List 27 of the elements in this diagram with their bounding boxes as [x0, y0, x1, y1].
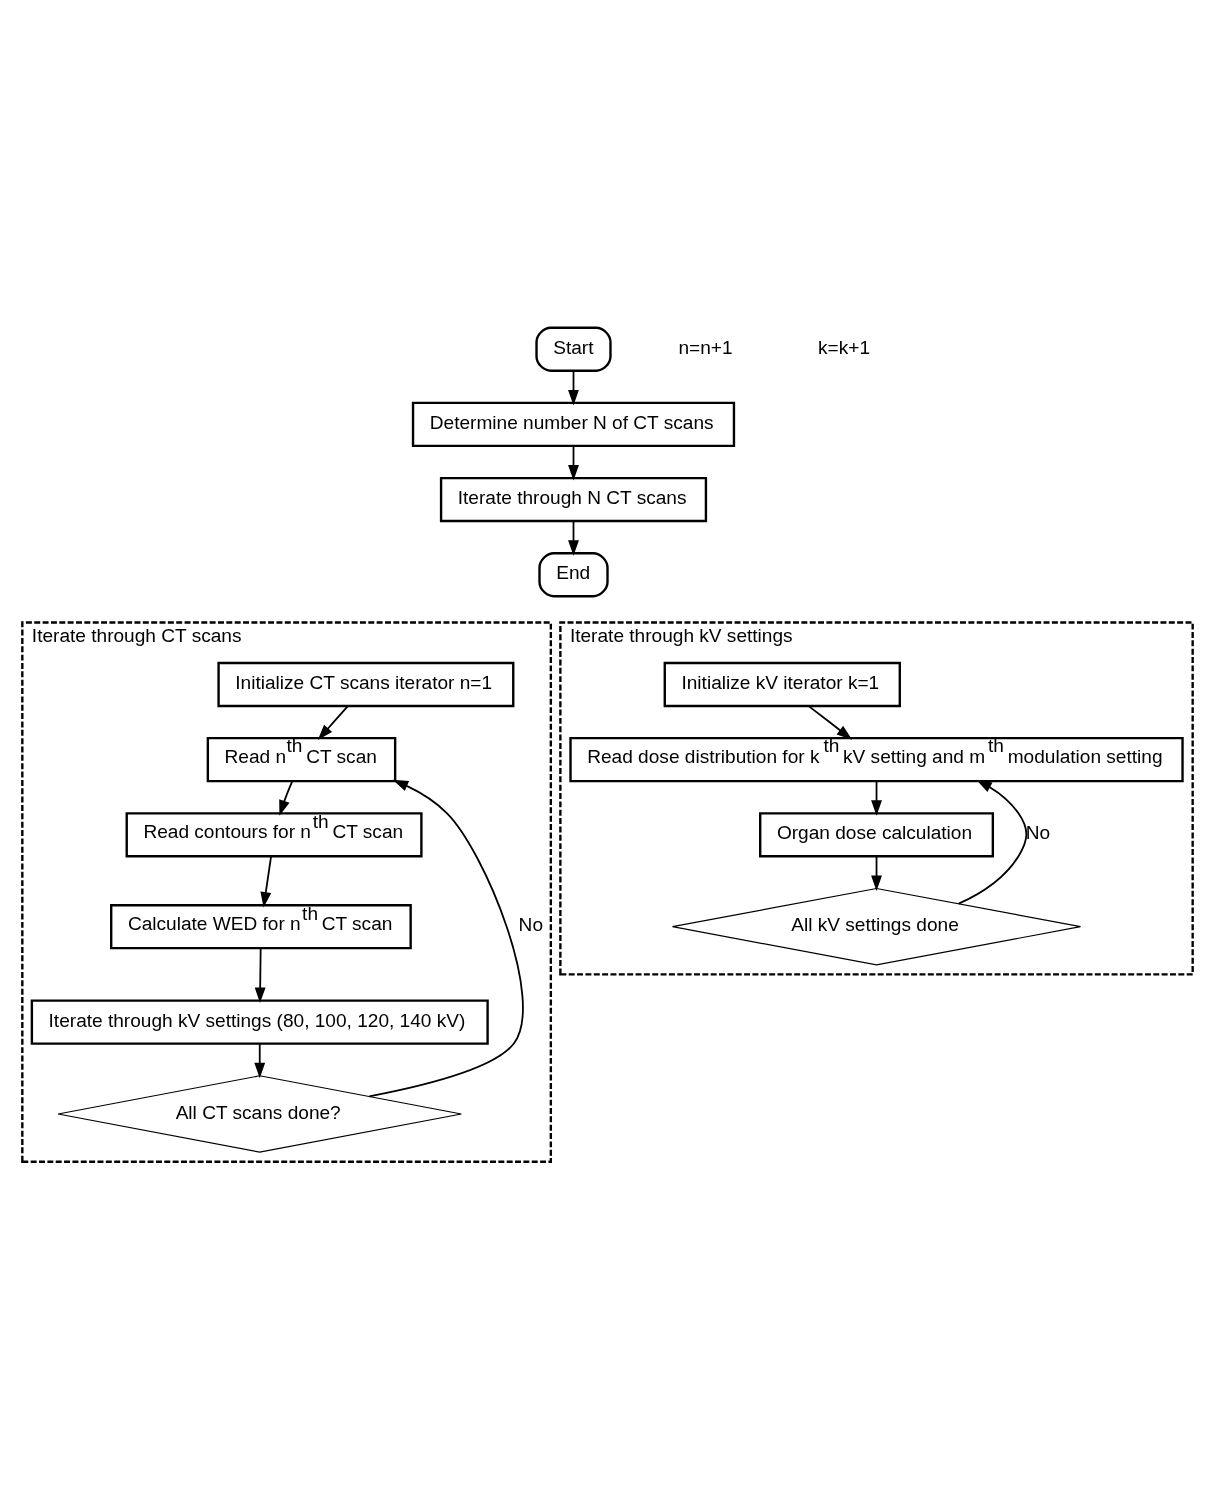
node-diamond: All CT scans done?	[57, 1075, 462, 1153]
node-box: Iterate through N CT scans	[439, 476, 708, 523]
node-box: Initialize CT scans iterator n=1	[217, 661, 515, 708]
node-box: End	[538, 552, 609, 598]
label: n=n+1	[678, 336, 733, 358]
arrow	[568, 520, 579, 556]
arrow	[957, 779, 1028, 905]
arrow	[871, 855, 882, 892]
arrow	[254, 947, 266, 1004]
arrow	[368, 779, 524, 1098]
node-box: Organ dose calculation	[759, 812, 995, 858]
node-box: Start	[535, 326, 612, 372]
edge-label: No	[518, 914, 544, 936]
arrow	[808, 705, 853, 740]
node-diamond: All kV settings done	[671, 887, 1082, 966]
arrow	[279, 780, 294, 816]
label: k=k+1	[818, 336, 871, 358]
edge-label: No	[1025, 822, 1051, 844]
arrow	[568, 445, 579, 481]
arrow	[871, 780, 882, 816]
node-box: Initialize kV iterator k=1	[663, 661, 901, 708]
arrow	[254, 1042, 266, 1079]
arrow	[317, 705, 349, 740]
arrow	[568, 370, 579, 406]
arrow	[260, 855, 272, 908]
node-box: Iterate through kV settings (80, 100, 120, 140 kV)	[30, 999, 489, 1045]
node-box: Determine number N of CT scans	[411, 401, 736, 448]
